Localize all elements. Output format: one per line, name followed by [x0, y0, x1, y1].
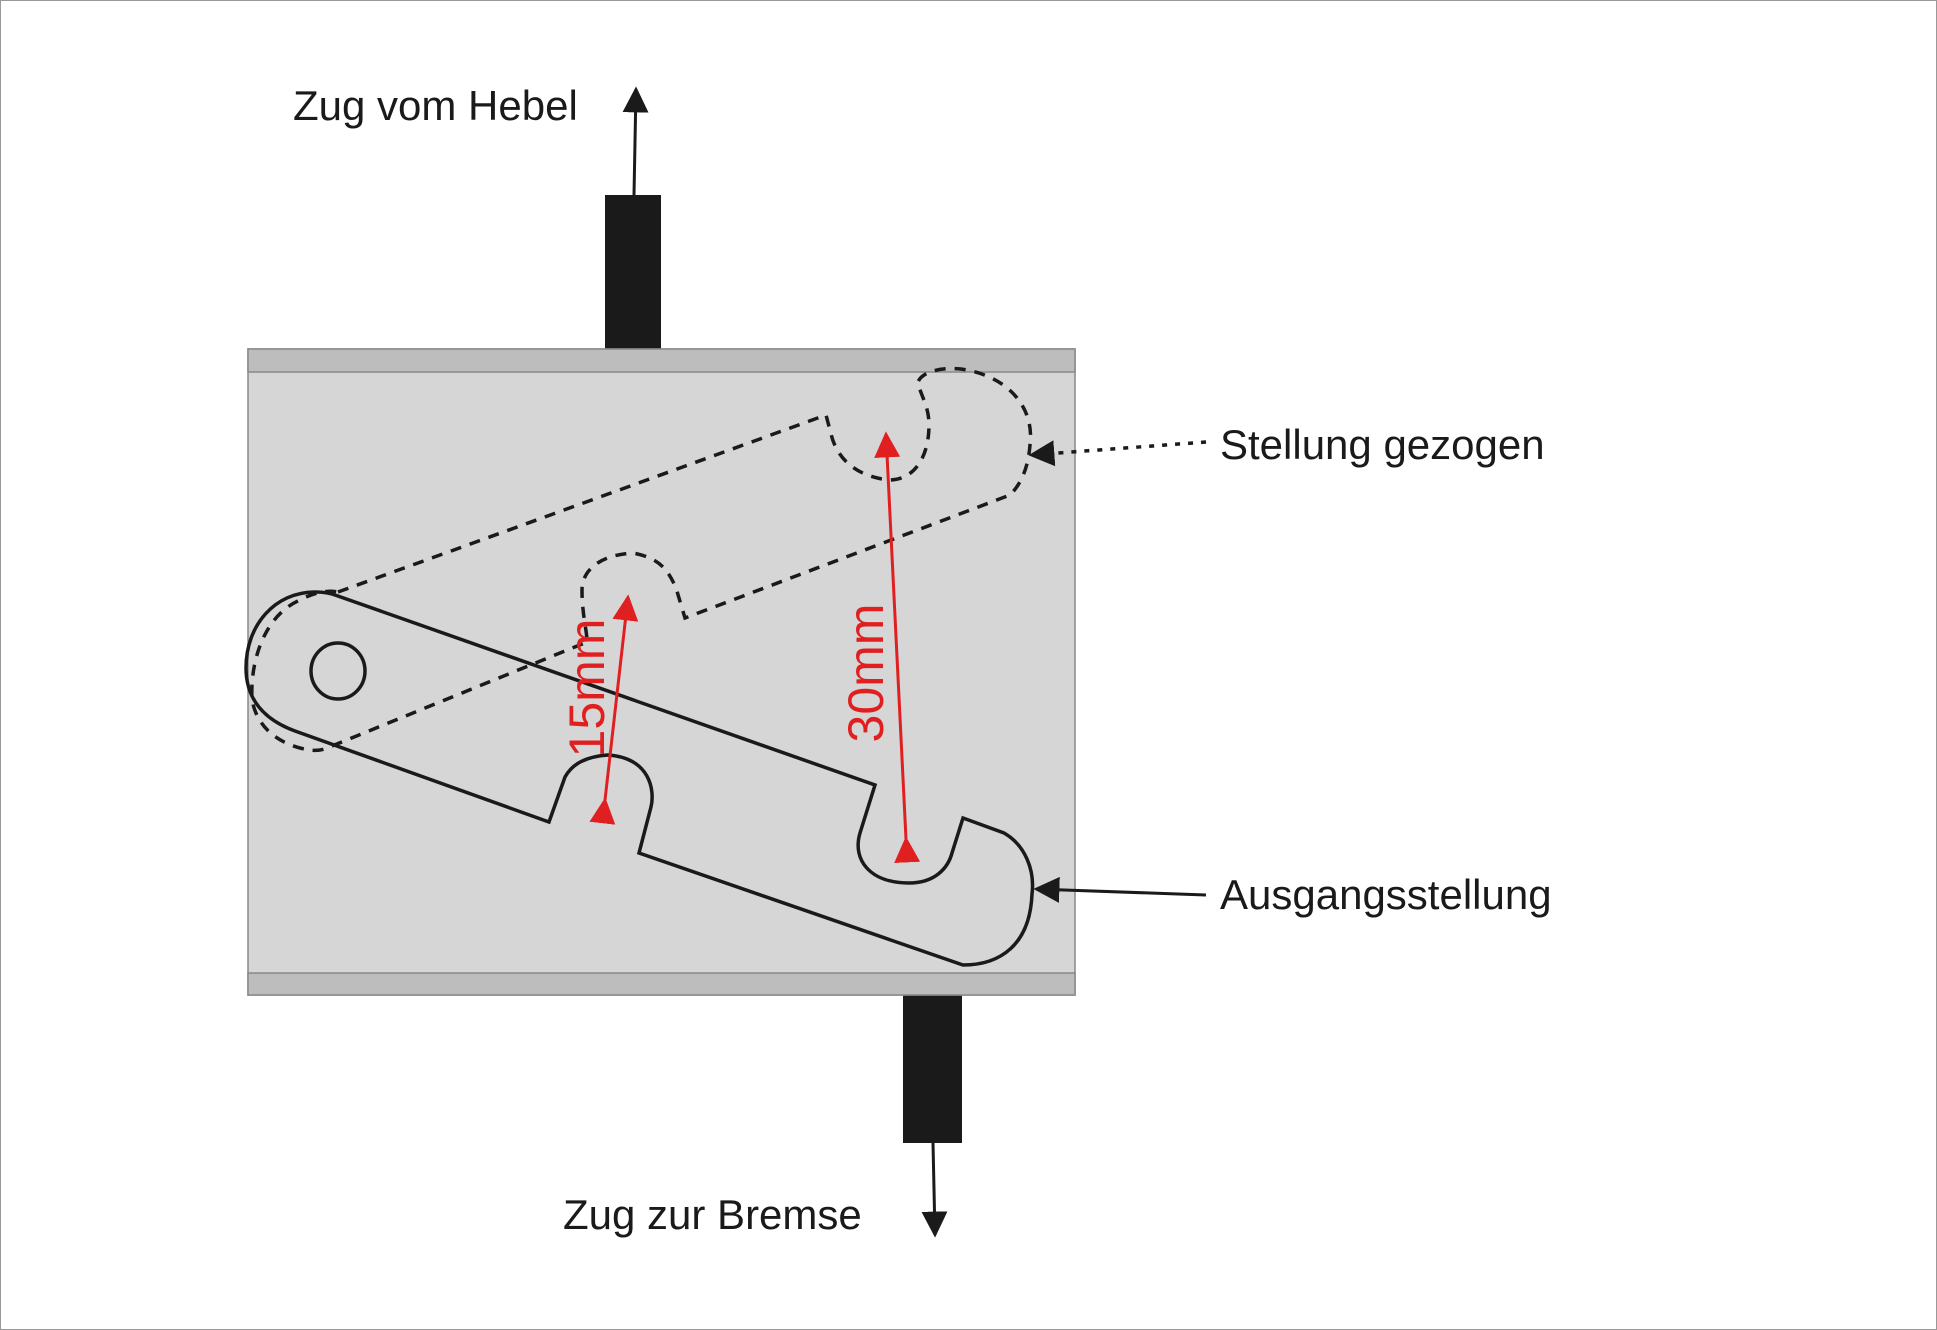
- dimension-15mm-arrow: [589, 594, 639, 825]
- pivot-hole: [309, 641, 367, 701]
- dimension-30mm-label: 30mm: [838, 604, 894, 743]
- up-arrow: [622, 86, 649, 196]
- down-arrow: [921, 1142, 948, 1238]
- dimension-15mm-label: 15mm: [559, 619, 615, 758]
- label-pull-from-lever: Zug vom Hebel: [293, 82, 578, 129]
- bottom-rail: [247, 972, 1076, 996]
- initial-position-pointer: [1033, 876, 1207, 903]
- label-pull-to-brake: Zug zur Bremse: [563, 1191, 862, 1238]
- label-pulled-position: Stellung gezogen: [1220, 421, 1545, 468]
- housing: [247, 348, 1076, 996]
- lever-pulled-outline: [250, 366, 1033, 753]
- top-cable-rod: [605, 195, 661, 351]
- dimension-30mm-arrow: [874, 431, 921, 864]
- label-initial-position: Ausgangsstellung: [1220, 871, 1552, 918]
- lever-initial-outline: [244, 590, 1035, 967]
- bottom-cable-rod: [903, 993, 962, 1143]
- top-rail: [247, 348, 1076, 373]
- pulled-position-pointer: [1028, 440, 1207, 467]
